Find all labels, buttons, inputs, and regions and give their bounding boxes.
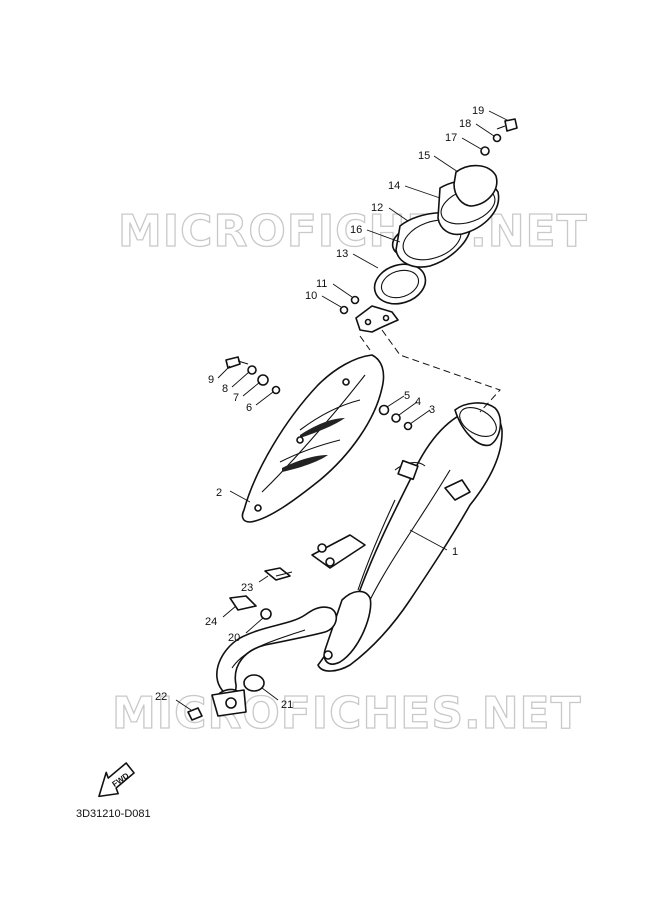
watermark-top: MICROFICHES.NET [118,206,588,257]
callout-3: 3 [429,404,435,416]
callout-13: 13 [336,248,348,260]
callout-20: 20 [228,632,240,644]
watermark-bottom: MICROFICHES.NET [112,688,582,739]
callout-12: 12 [371,202,383,214]
stud-part-22 [187,707,203,721]
gasket-part-21 [243,674,265,692]
callout-4: 4 [415,396,421,408]
nut-part-17 [480,146,490,156]
diagram-code: 3D31210-D081 [76,808,151,820]
collar-part-7 [257,374,269,386]
callout-23: 23 [241,582,253,594]
callout-6: 6 [246,402,252,414]
nut-part-6 [271,385,281,395]
callout-15: 15 [418,150,430,162]
callout-7: 7 [233,392,239,404]
callout-2: 2 [216,487,222,499]
exhaust-pipe [211,606,338,717]
callout-9: 9 [208,374,214,386]
muffler-part-1 [311,402,503,672]
collar-part-20 [260,608,272,620]
collar-part-5 [378,404,390,416]
callout-21: 21 [281,699,293,711]
washer-part-8 [247,365,257,375]
bolt-part-10 [339,305,349,315]
callout-16: 16 [350,224,362,236]
callout-14: 14 [388,180,400,192]
washer-part-11a [350,295,360,305]
callout-22: 22 [155,691,167,703]
callout-11: 11 [316,278,327,290]
callout-19: 19 [472,105,484,117]
callout-1: 1 [452,546,458,558]
screw-part-19 [496,118,518,132]
callout-5: 5 [404,390,410,402]
callout-10: 10 [305,290,317,302]
gasket-part-13 [373,263,427,305]
washer-part-18 [492,133,502,143]
callout-18: 18 [459,118,471,130]
nut-part-3 [403,421,413,431]
callout-17: 17 [445,132,457,144]
band-part-15 [453,164,498,207]
bracket-part-11 [355,305,399,333]
callout-24: 24 [205,616,217,628]
bolt-part-9 [225,356,249,369]
callout-labels: 1 2 3 4 5 6 7 8 9 10 11 12 13 14 15 16 1 [155,105,508,711]
callout-8: 8 [222,383,228,395]
bolt-part-23 [264,567,293,581]
fwd-arrow-icon: FWD [98,762,135,798]
heat-shield-part-2 [241,354,385,523]
washer-part-4 [391,413,401,423]
